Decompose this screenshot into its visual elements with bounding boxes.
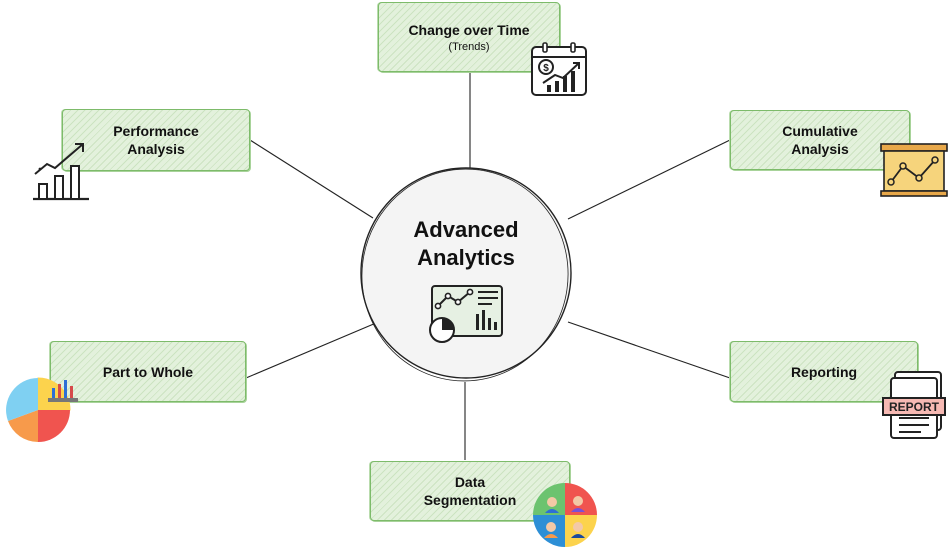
node-performance-label-line1: Performance	[113, 123, 199, 139]
connector-top-left	[249, 139, 374, 219]
center-title-line1: Advanced	[413, 217, 519, 242]
node-segmentation-label-line1: Data	[454, 474, 486, 490]
svg-text:$: $	[543, 63, 549, 74]
node-segmentation-label-line2: Segmentation	[423, 492, 517, 508]
connector-lines	[245, 72, 731, 460]
node-part-to-whole-label: Part to Whole	[102, 363, 194, 380]
node-performance-analysis: Performance Analysis	[62, 109, 250, 171]
calendar-growth-chart-icon: $	[531, 42, 587, 96]
node-cumulative-label-line1: Cumulative	[782, 123, 858, 139]
connector-bottom-left	[245, 322, 377, 379]
center-title: Advanced Analytics	[366, 216, 566, 272]
connector-top-right	[567, 139, 731, 220]
node-reporting-label: Reporting	[790, 363, 858, 380]
node-data-segmentation: Data Segmentation	[370, 461, 570, 521]
node-change-over-time-label: Change over Time	[408, 21, 530, 38]
connector-bottom-right	[567, 321, 731, 379]
people-segments-icon	[533, 483, 597, 547]
node-change-over-time-sublabel: (Trends)	[448, 40, 490, 53]
node-cumulative-label-line2: Analysis	[791, 141, 849, 157]
report-document-icon: REPORT	[882, 371, 946, 439]
center-title-line2: Analytics	[417, 245, 515, 270]
node-reporting: Reporting	[730, 341, 918, 402]
pie-chart-icon	[6, 377, 78, 442]
line-chart-board-icon	[880, 143, 948, 197]
node-part-to-whole: Part to Whole	[50, 341, 246, 402]
analytics-dashboard-icon	[429, 285, 503, 343]
growth-bar-chart-icon	[33, 143, 89, 201]
node-change-over-time: Change over Time (Trends)	[378, 2, 560, 72]
node-cumulative-analysis: Cumulative Analysis	[730, 110, 910, 170]
report-badge-text: REPORT	[889, 400, 940, 414]
node-performance-label-line2: Analysis	[127, 141, 185, 157]
center-circle	[360, 167, 572, 382]
